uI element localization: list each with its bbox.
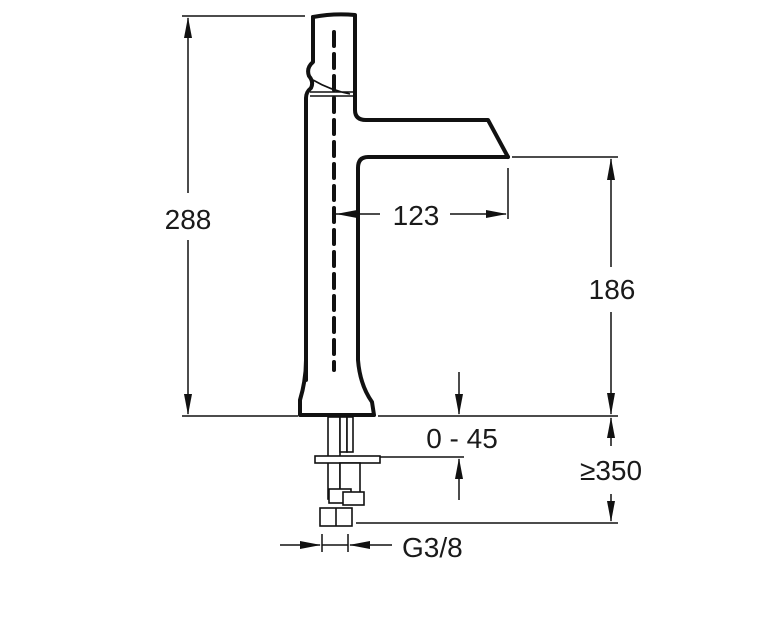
dimension-total-height: 288 <box>165 15 305 417</box>
supply-length-label: ≥350 <box>580 455 642 486</box>
spout-height-label: 186 <box>589 274 636 305</box>
connection-thread-label: G3/8 <box>402 532 463 563</box>
dimension-deck-thickness: 0 - 45 <box>380 372 498 500</box>
tap-body <box>298 12 510 417</box>
spout-reach-label: 123 <box>393 200 440 231</box>
dimension-connection-thread: G3/8 <box>280 532 463 563</box>
dimension-spout-height: 186 <box>378 156 636 417</box>
fixing-plate <box>314 455 381 464</box>
supply-hoses-and-fixing <box>314 416 381 527</box>
dimension-supply-length: ≥350 <box>356 417 642 524</box>
deck-thickness-label: 0 - 45 <box>426 423 498 454</box>
dimension-spout-reach: 123 <box>336 168 509 231</box>
total-height-label: 288 <box>165 204 212 235</box>
